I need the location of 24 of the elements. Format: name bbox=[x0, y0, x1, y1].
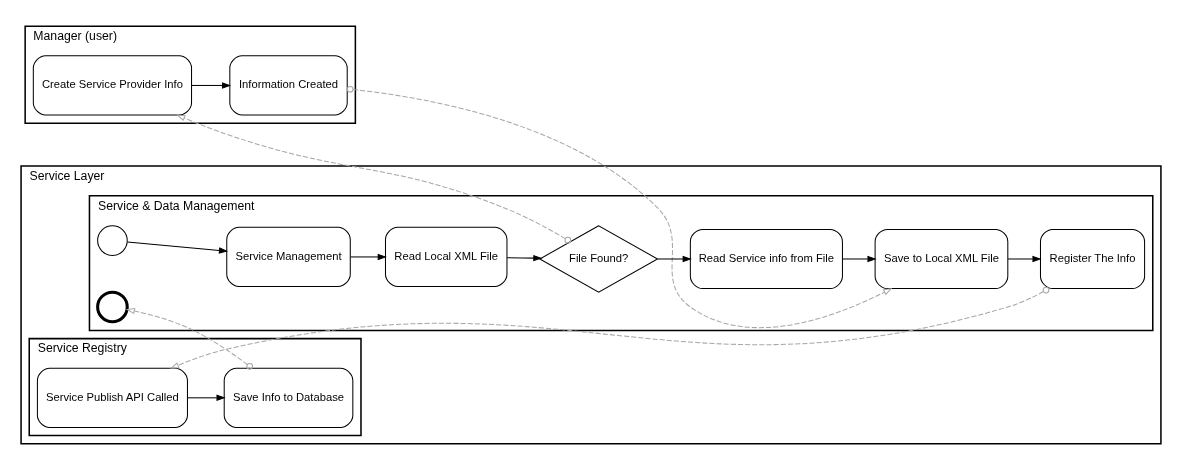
node-diamond: File Found? bbox=[538, 224, 659, 293]
node-box: Save to Local XML File bbox=[874, 228, 1009, 289]
arrow bbox=[842, 255, 877, 262]
node-box: Read Service info from File bbox=[689, 228, 843, 289]
arrow bbox=[187, 394, 226, 401]
node-box: Register The Info bbox=[1039, 228, 1146, 289]
arrow bbox=[126, 240, 229, 254]
node-box: Service Publish API Called bbox=[36, 367, 188, 428]
node-box: Service Management bbox=[226, 226, 351, 287]
arrow bbox=[191, 81, 232, 89]
node-box: Information Created bbox=[229, 54, 348, 116]
arrow bbox=[125, 307, 254, 370]
arrow bbox=[506, 254, 543, 261]
arrow bbox=[169, 286, 1050, 369]
arrow bbox=[350, 253, 387, 260]
arrow bbox=[346, 85, 893, 328]
node-circle bbox=[96, 290, 129, 323]
node-circle bbox=[97, 224, 128, 256]
node-box: Save Info to Database bbox=[223, 367, 354, 428]
arrow bbox=[176, 114, 572, 244]
node-box: Create Service Provider Info bbox=[32, 54, 193, 116]
arrow bbox=[1007, 255, 1042, 262]
node-box: Read Local XML File bbox=[385, 226, 508, 287]
arrow bbox=[657, 255, 692, 262]
